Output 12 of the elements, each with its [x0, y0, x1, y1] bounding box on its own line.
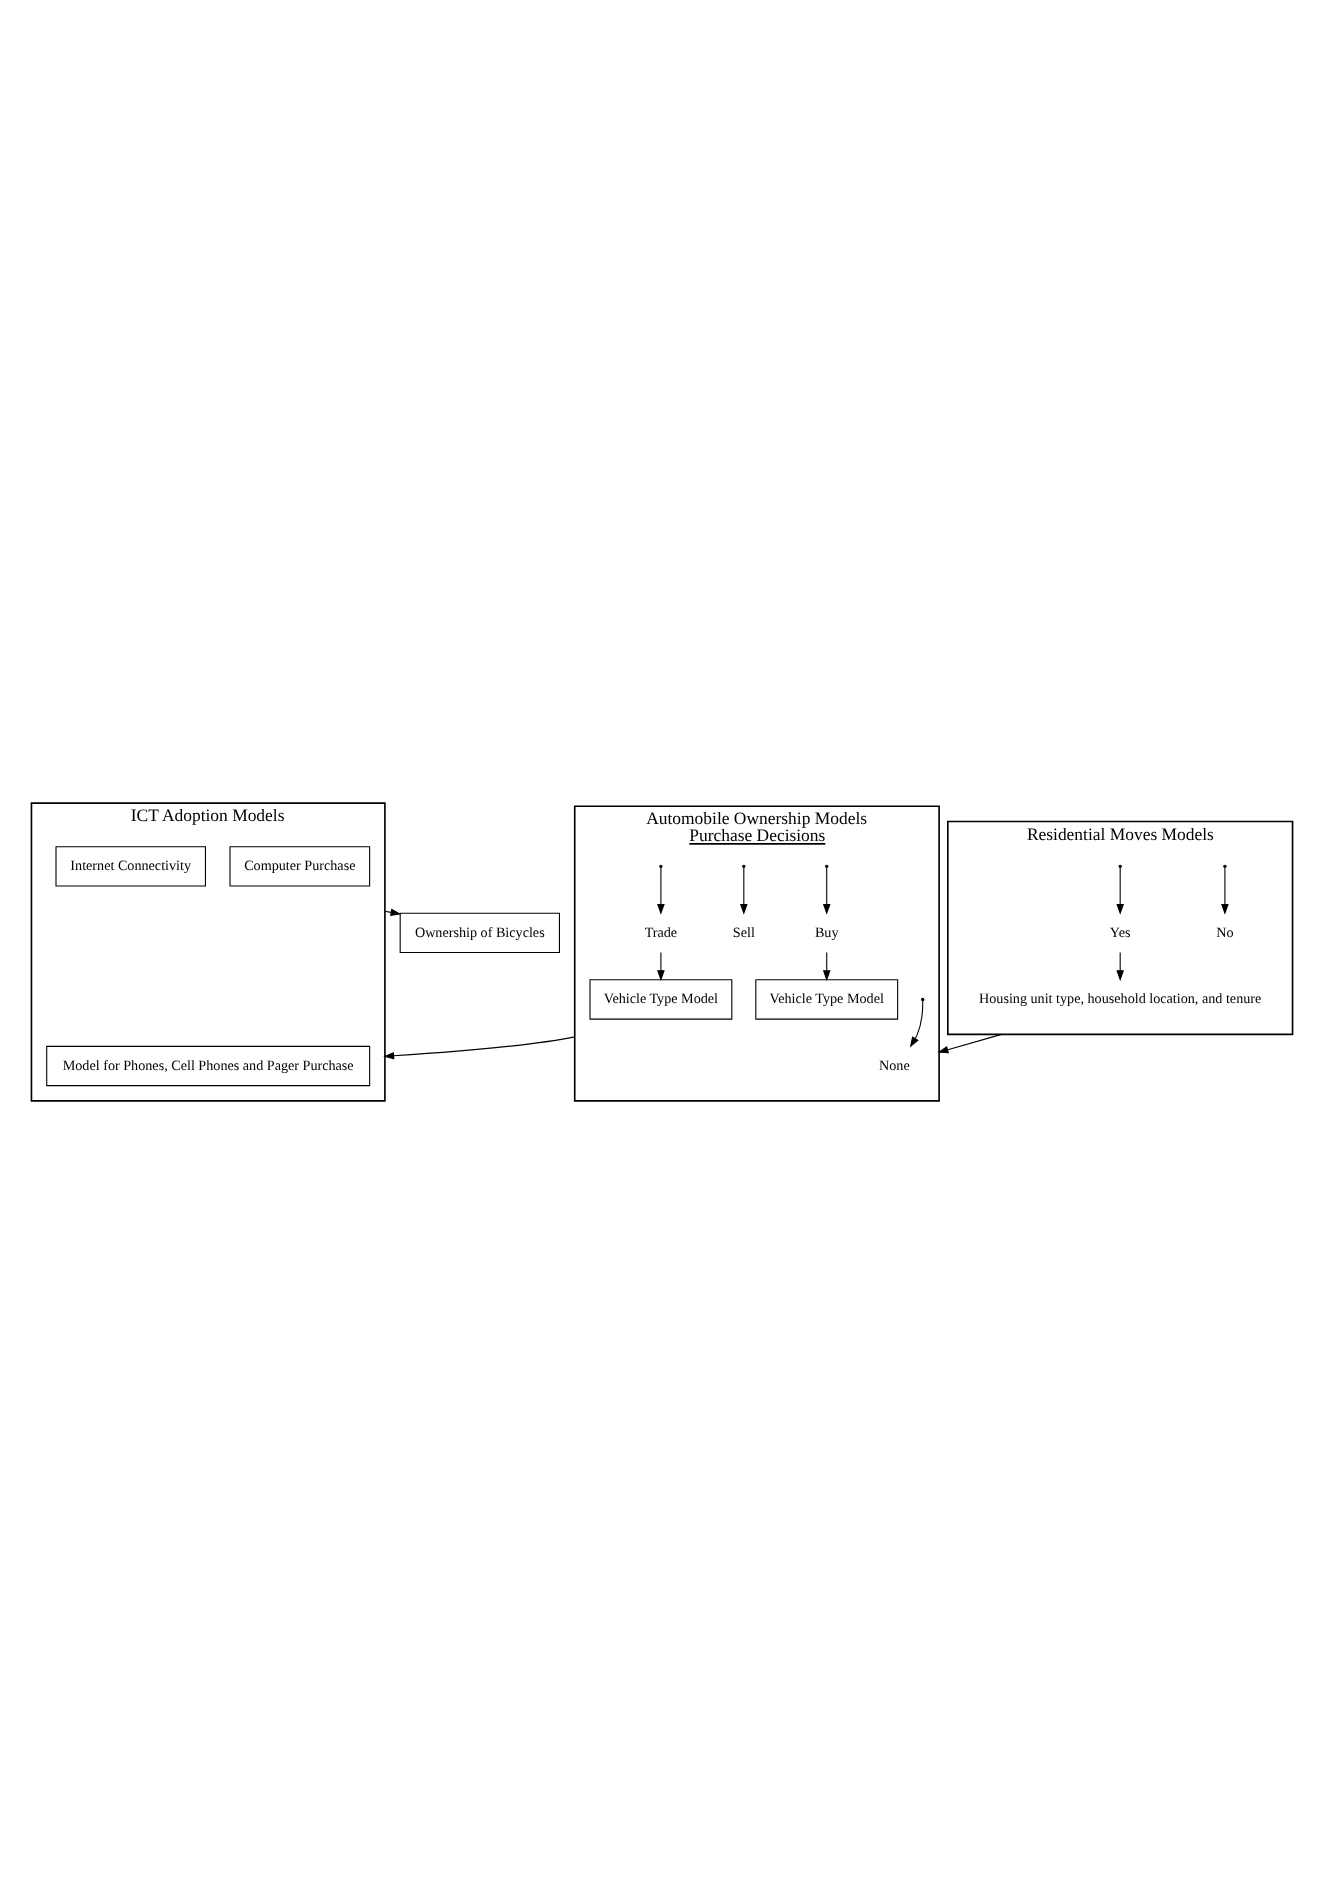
arrow: [1116, 951, 1124, 981]
arrow: [657, 951, 665, 981]
arrow: [822, 866, 831, 914]
arrow: [384, 907, 402, 916]
arrow: [909, 999, 924, 1047]
arrow: [1116, 866, 1124, 914]
arrow: [1221, 866, 1229, 914]
arrow: [657, 866, 665, 914]
arrow: [740, 866, 748, 914]
arrow: [383, 1035, 576, 1059]
arrow: [822, 951, 831, 981]
arrow: [937, 1032, 1003, 1053]
